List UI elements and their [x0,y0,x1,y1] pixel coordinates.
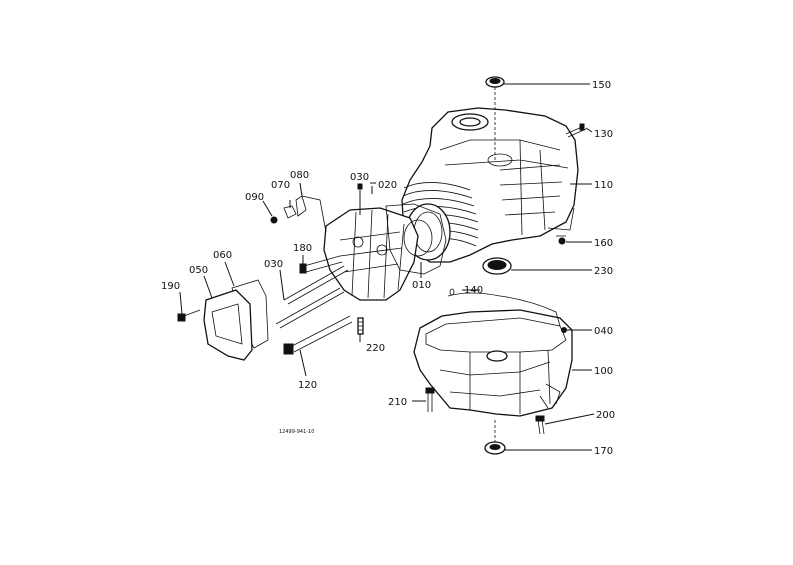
plug-160 [558,237,566,245]
label-040: 040 [594,326,613,337]
label-130: 130 [594,129,613,140]
label-020: 020 [378,180,397,191]
label-170: 170 [594,446,613,457]
bolt-210 [425,387,435,412]
head-gasket-020 [385,203,447,275]
part-labels: 150 130 110 160 230 140 040 100 200 170 … [161,80,615,457]
oil-pan-100 [413,309,573,417]
label-140: 140 [464,285,483,296]
label-180: 180 [293,243,312,254]
label-210: 210 [388,397,407,408]
label-190: 190 [161,281,180,292]
label-150: 150 [592,80,611,91]
label-120: 120 [298,380,317,391]
label-100: 100 [594,366,613,377]
pin-220 [357,317,364,335]
label-070: 070 [271,180,290,191]
label-030-top: 030 [350,172,369,183]
breather-parts [270,195,327,233]
label-060: 060 [213,250,232,261]
label-050: 050 [189,265,208,276]
cylinder-head-010 [323,207,419,301]
drain-plug-200 [535,415,545,435]
bolt-120 [283,315,353,355]
label-160: 160 [594,238,613,249]
label-110: 110 [594,180,613,191]
push-rods-030 [275,265,349,329]
oil-seal-170 [484,420,506,455]
bolt-130 [565,123,587,138]
label-230: 230 [594,266,613,277]
gasket-140 [447,288,561,327]
label-080: 080 [290,170,309,181]
label-090: 090 [245,192,264,203]
oil-seal-230 [482,257,512,275]
label-010: 010 [412,280,431,291]
stud-030-top [357,183,363,215]
crankcase-110 [401,107,579,263]
leader-lines [179,83,595,451]
label-220: 220 [366,343,385,354]
label-200: 200 [596,410,615,421]
label-030-rods: 030 [264,259,283,270]
tappet-cover-050 [203,289,253,361]
bolt-040 [561,327,567,333]
figure-code: 12499-941-10 [279,429,314,435]
oil-seal-150 [485,76,505,160]
